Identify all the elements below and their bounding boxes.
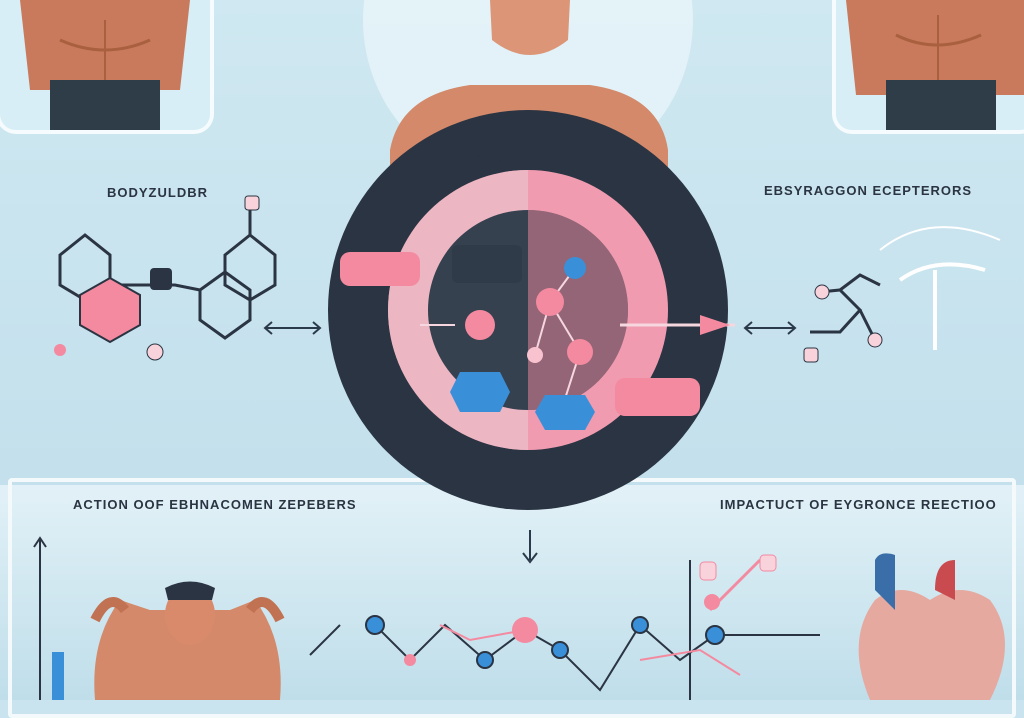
bodybuilder-torso-right-illustration [836, 0, 1024, 130]
bodybuilder-panel-right [836, 0, 1024, 130]
response-line-chart [309, 560, 820, 700]
central-figure-head [490, 0, 570, 55]
bodybuilder-torso-left-illustration [0, 0, 210, 130]
pink-tag-left [340, 252, 420, 286]
molecule-node [527, 347, 543, 363]
molecule-node [536, 288, 564, 316]
center-title: TAMOXOFEN [463, 150, 567, 167]
right-heading: EBSYRAGGON ECEPTERORS [764, 183, 973, 198]
hexagon-receptor-icon [450, 372, 510, 412]
label-box [452, 245, 522, 283]
flexing-bodybuilder-illustration [90, 581, 285, 700]
receptor-structure-icon [898, 262, 986, 350]
pink-tag-right [615, 378, 700, 416]
molecule-node [465, 310, 495, 340]
bottom-left-heading: ACTION OOF EBHNACOMEN ZEPEBERS [73, 497, 357, 512]
molecule-node [564, 257, 586, 279]
chart-point [512, 617, 538, 643]
left-heading: BODYZULDBR [107, 185, 208, 200]
hexagon-receptor-icon [535, 395, 595, 430]
double-arrow-icon [263, 321, 322, 335]
molecule-ring-highlight [79, 276, 141, 344]
molecule-node [567, 339, 593, 365]
heart-icon [858, 553, 1005, 700]
tamoxifen-infographic [33, 0, 1005, 700]
bodybuilder-panel-left [0, 0, 210, 130]
arrow-head-icon [700, 315, 730, 335]
double-arrow-icon [743, 321, 797, 335]
bottom-right-heading: IMPACTUCT OF EYGRONCE REECTIOO [720, 497, 997, 512]
